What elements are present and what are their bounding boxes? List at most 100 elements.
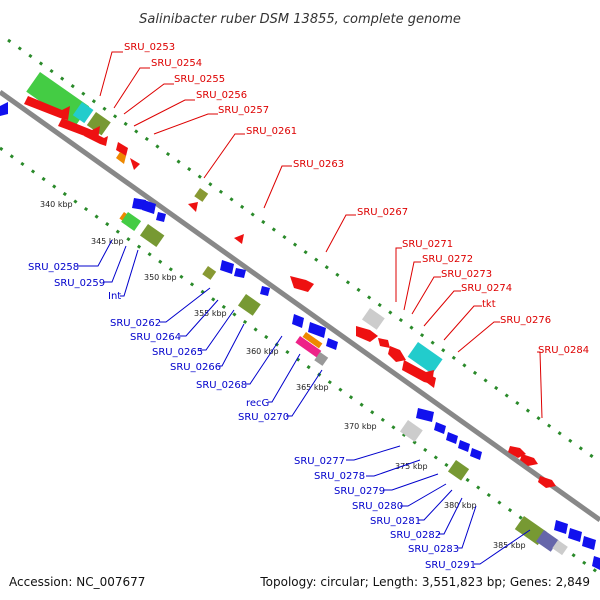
gene-label[interactable]: SRU_0270 — [238, 412, 289, 423]
forward-labels: SRU_0253 SRU_0254 SRU_0255 SRU_0256 SRU_… — [124, 42, 589, 356]
gene-label[interactable]: SRU_0266 — [170, 362, 221, 373]
feature-block — [399, 420, 423, 442]
feature-arrow — [0, 102, 8, 116]
feature-arrow — [538, 476, 556, 488]
feature-block — [26, 72, 90, 127]
gene-label[interactable]: SRU_0277 — [294, 456, 345, 467]
feature-arrow — [378, 338, 390, 348]
feature-block — [86, 112, 111, 136]
feature-arrow — [234, 268, 246, 278]
kbp-label: 345 kbp — [91, 237, 124, 246]
feature-arrow — [116, 152, 126, 164]
gene-label[interactable]: SRU_0253 — [124, 42, 175, 53]
kbp-label: 340 kbp — [40, 200, 73, 209]
reverse-leaders — [78, 239, 531, 565]
feature-arrow — [132, 198, 146, 210]
feature-arrow — [260, 286, 270, 296]
feature-arrow — [508, 446, 526, 458]
gene-label[interactable]: SRU_0271 — [402, 239, 453, 250]
gene-label[interactable]: SRU_0265 — [152, 347, 203, 358]
kbp-label: 360 kbp — [246, 347, 279, 356]
feature-arrow — [356, 326, 378, 342]
gene-label[interactable]: SRU_0257 — [218, 105, 269, 116]
feature-block — [535, 530, 559, 552]
feature-block — [295, 335, 322, 358]
feature-arrow — [388, 346, 406, 362]
feature-block — [121, 212, 142, 232]
gene-label[interactable]: SRU_0282 — [390, 530, 441, 541]
gene-label[interactable]: SRU_0280 — [352, 501, 403, 512]
feature-block — [202, 265, 217, 280]
kbp-label: 370 kbp — [344, 422, 377, 431]
feature-block — [72, 101, 94, 124]
feature-arrow — [234, 234, 244, 244]
gene-label[interactable]: SRU_0284 — [538, 345, 589, 356]
gene-label[interactable]: SRU_0276 — [500, 315, 551, 326]
feature-arrow — [308, 322, 326, 338]
gene-label[interactable]: SRU_0283 — [408, 544, 459, 555]
gene-label[interactable]: SRU_0267 — [357, 207, 408, 218]
gene-label[interactable]: SRU_0256 — [196, 90, 247, 101]
feature-arrow — [592, 556, 600, 570]
feature-block — [139, 223, 165, 247]
feature-arrow — [116, 142, 128, 156]
feature-arrow — [416, 408, 434, 422]
feature-arrow — [520, 454, 538, 466]
gene-label[interactable]: SRU_0254 — [151, 58, 202, 69]
gene-label[interactable]: SRU_0281 — [370, 516, 421, 527]
reverse-features — [0, 102, 600, 570]
gene-label[interactable]: tkt — [482, 299, 496, 310]
kbp-label: 355 kbp — [194, 309, 227, 318]
feature-arrow — [446, 432, 458, 444]
forward-features — [24, 72, 556, 488]
gene-label[interactable]: SRU_0255 — [174, 74, 225, 85]
feature-arrow — [290, 276, 314, 292]
genome-backbone — [0, 89, 600, 523]
gene-label[interactable]: SRU_0259 — [54, 278, 105, 289]
gene-label[interactable]: Int — [108, 291, 121, 302]
kbp-label: 365 kbp — [296, 383, 329, 392]
feature-arrow — [24, 96, 70, 120]
feature-block — [302, 332, 323, 349]
feature-arrow — [130, 158, 140, 170]
feature-block — [552, 539, 568, 556]
gene-label[interactable]: SRU_0262 — [110, 318, 161, 329]
gene-label[interactable]: SRU_0261 — [246, 126, 297, 137]
gene-label[interactable]: recG — [246, 398, 269, 409]
feature-arrow — [188, 202, 198, 212]
accession-text: Accession: NC_007677 — [9, 575, 145, 589]
feature-arrow — [458, 440, 470, 452]
kbp-label: 375 kbp — [395, 462, 428, 471]
kbp-label: 350 kbp — [144, 273, 177, 282]
gene-label[interactable]: SRU_0268 — [196, 380, 247, 391]
gene-label[interactable]: SRU_0263 — [293, 159, 344, 170]
feature-arrow — [402, 360, 434, 384]
kbp-label: 380 kbp — [444, 501, 477, 510]
gene-label[interactable]: SRU_0264 — [130, 332, 181, 343]
feature-arrow — [568, 528, 582, 542]
feature-block — [237, 294, 261, 316]
feature-arrow — [142, 200, 156, 214]
gene-label[interactable]: SRU_0278 — [314, 471, 365, 482]
gene-label[interactable]: SRU_0273 — [441, 269, 492, 280]
feature-arrow — [554, 520, 568, 534]
gene-label[interactable]: SRU_0279 — [334, 486, 385, 497]
gene-label[interactable]: SRU_0258 — [28, 262, 79, 273]
scale-marks: 340 kbp 345 kbp 350 kbp 355 kbp 360 kbp … — [40, 200, 526, 550]
feature-arrow — [326, 338, 338, 350]
feature-arrow — [470, 448, 482, 460]
feature-arrow — [292, 314, 304, 328]
feature-block — [194, 188, 209, 202]
gene-label[interactable]: SRU_0274 — [461, 283, 512, 294]
kbp-label: 385 kbp — [493, 541, 526, 550]
feature-arrow — [220, 260, 234, 274]
feature-arrow — [84, 130, 108, 146]
feature-block — [314, 352, 329, 366]
forward-leaders — [99, 51, 543, 419]
upper-outer-guide — [7, 38, 600, 464]
gene-label[interactable]: SRU_0272 — [422, 254, 473, 265]
feature-arrow — [434, 422, 446, 434]
feature-block — [447, 460, 470, 481]
gene-label[interactable]: SRU_0291 — [425, 560, 476, 571]
